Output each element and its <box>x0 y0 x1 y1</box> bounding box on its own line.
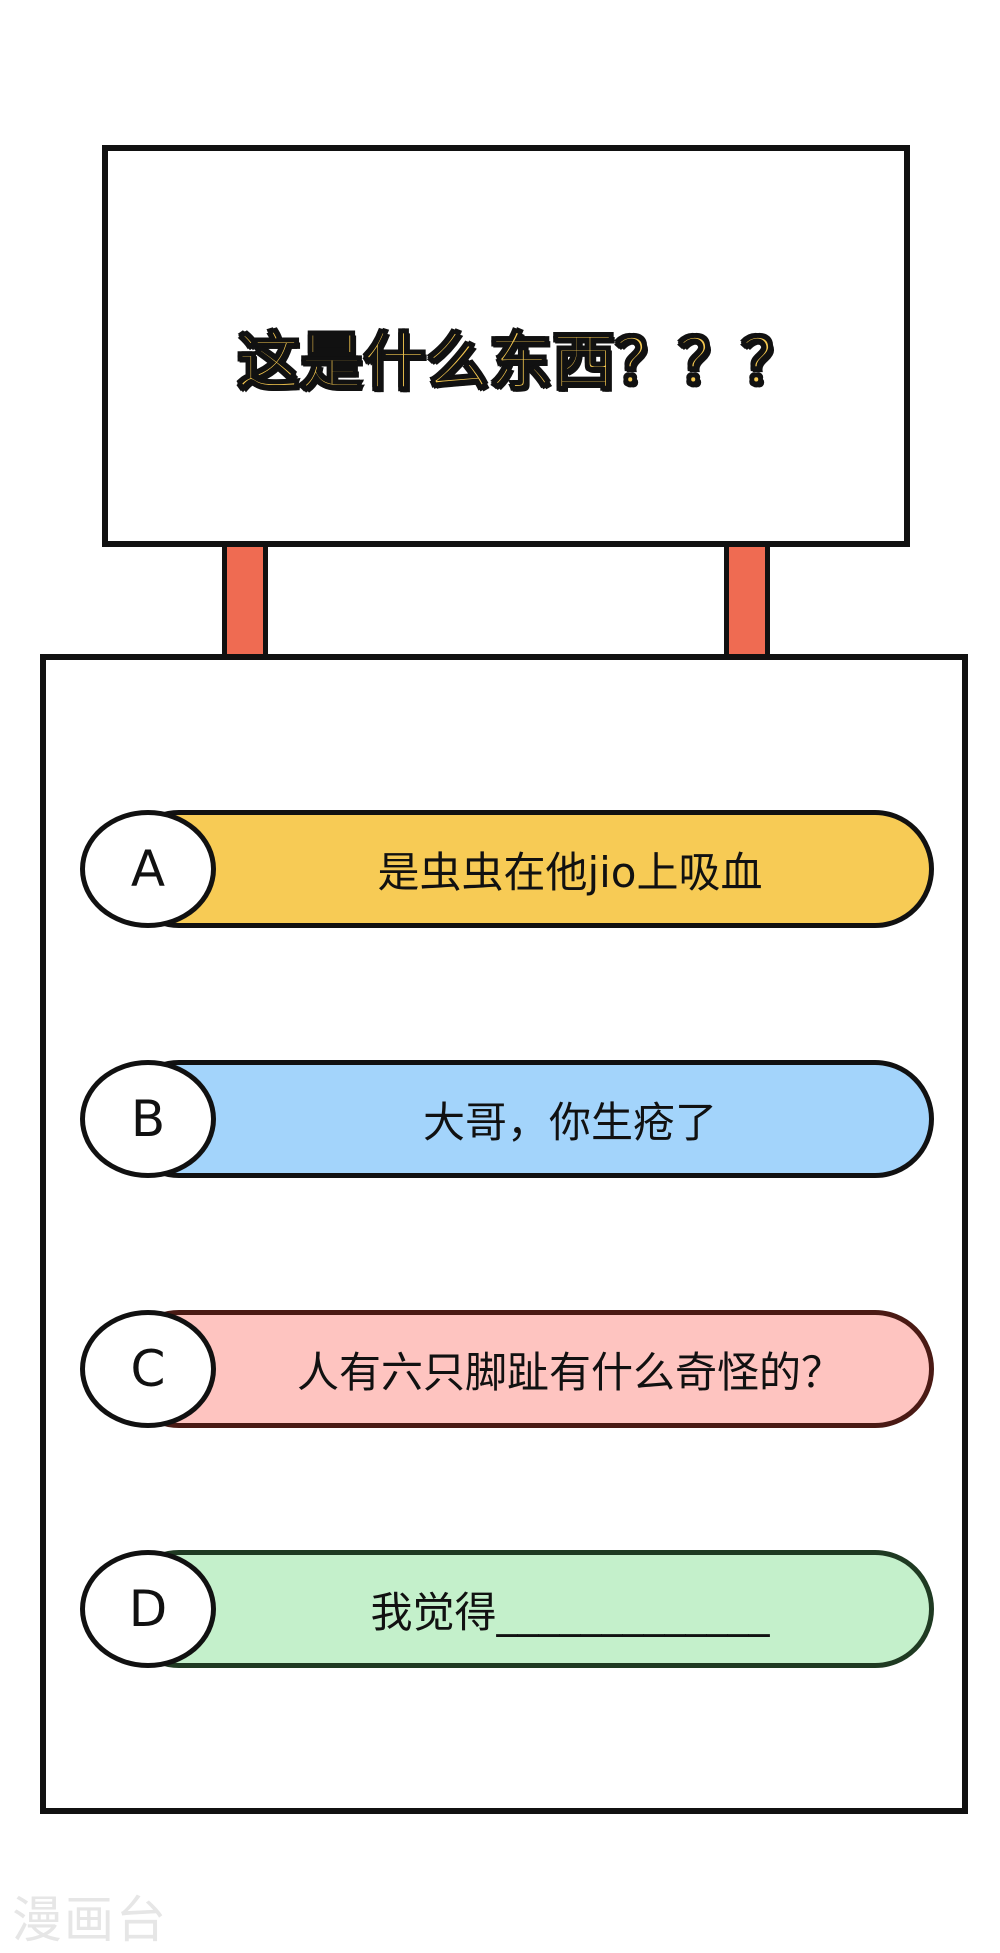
option-c-text: 人有六只脚趾有什么奇怪的？ <box>296 1347 843 1397</box>
option-c[interactable]: C 人有六只脚趾有什么奇怪的？ <box>80 1310 934 1428</box>
option-c-letter: C <box>80 1310 216 1428</box>
option-c-pill <box>120 1310 934 1428</box>
question-sign: 这是什么东西？？？ <box>102 145 910 547</box>
option-b[interactable]: B 大哥，你生疮了 <box>80 1060 934 1178</box>
watermark-logo: 漫画台 <box>12 1891 168 1949</box>
option-d[interactable]: D 我觉得_____________ <box>80 1550 934 1668</box>
option-b-text: 大哥，你生疮了 <box>422 1097 717 1147</box>
option-b-letter: B <box>80 1060 216 1178</box>
option-d-text: 我觉得_____________ <box>370 1587 770 1637</box>
option-b-pill <box>120 1060 934 1178</box>
sign-post-left <box>222 547 268 659</box>
option-d-letter: D <box>80 1550 216 1668</box>
sign-post-right <box>724 547 770 659</box>
option-a-letter: A <box>80 810 216 928</box>
option-a[interactable]: A 是虫虫在他jio上吸血 <box>80 810 934 928</box>
question-title: 这是什么东西？？？ <box>236 324 805 399</box>
option-a-pill <box>120 810 934 928</box>
option-a-text: 是虫虫在他jio上吸血 <box>377 847 763 897</box>
option-d-pill <box>120 1550 934 1668</box>
